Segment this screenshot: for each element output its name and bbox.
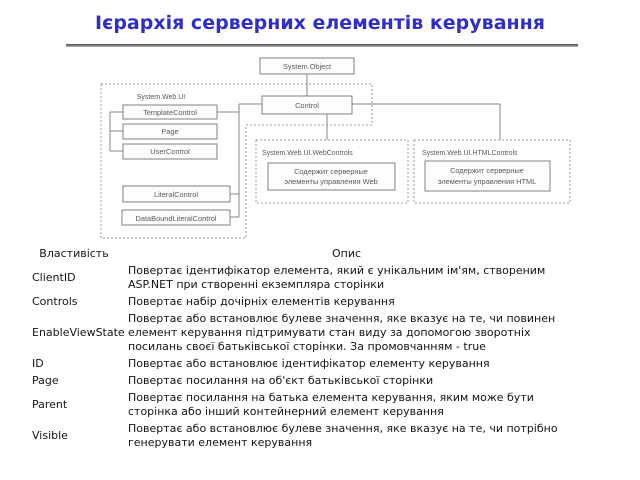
property-name: Parent	[32, 398, 68, 411]
table-row: Controls Повертає набір дочірніх елементі…	[20, 295, 565, 309]
property-description: Повертає набір дочірніх елементів керува…	[128, 295, 395, 308]
table-row: Page Повертає посилання на об'єкт батьків…	[20, 374, 565, 388]
property-description: Повертає посилання на батька елемента ке…	[128, 391, 534, 418]
note-htmlcontrols-box	[424, 160, 551, 192]
namespace-web-ui-region	[100, 83, 373, 239]
node-databoundliteralcontrol-box	[121, 209, 231, 226]
property-name: Visible	[32, 429, 68, 442]
table-row: ID Повертає або встановлює ідентифікатор …	[20, 357, 565, 371]
property-name: ID	[32, 357, 44, 370]
node-templatecontrol-label: TemplateControl	[143, 108, 197, 117]
node-databoundliteralcontrol-label: DataBoundLiteralControl	[136, 214, 217, 223]
table-row: ClientID Повертає ідентифікатор елемента,…	[20, 264, 565, 292]
property-name: Controls	[32, 295, 78, 308]
node-literalcontrol-box	[122, 185, 231, 203]
node-templatecontrol-box	[122, 104, 218, 120]
table-header-property: Властивість	[39, 247, 109, 260]
property-table-body: ClientID Повертає ідентифікатор елемента,…	[20, 264, 565, 450]
class-hierarchy-diagram: System.Web.UI System.Web.UI.WebControls …	[0, 50, 640, 248]
table-header-description: Опис	[331, 247, 362, 260]
node-control-label: Control	[295, 101, 319, 110]
property-table: Властивість Опис ClientID Повертає іденти…	[20, 247, 565, 453]
note-webcontrols-box	[267, 162, 396, 191]
property-description: Повертає або встановлює ідентифікатор ел…	[128, 357, 490, 370]
namespace-htmlcontrols-label: System.Web.UI.HTMLControls	[422, 150, 518, 157]
node-usercontrol-label: UserControl	[150, 147, 190, 156]
connector-lines	[109, 74, 501, 218]
node-system-object-box	[259, 57, 355, 75]
property-name: ClientID	[32, 271, 76, 284]
node-literalcontrol-label: LiteralControl	[154, 190, 198, 199]
property-description: Повертає або встановлює булеве значення,…	[128, 422, 558, 449]
note-htmlcontrols-line1: Содержит серверные	[450, 166, 524, 175]
namespace-web-ui-label: System.Web.UI	[137, 94, 186, 101]
node-page-box	[122, 123, 218, 140]
property-name: EnableViewState	[32, 326, 125, 339]
node-usercontrol-box	[122, 143, 218, 160]
note-htmlcontrols-line2: элементы управления HTML	[438, 177, 537, 186]
namespace-webcontrols-region	[255, 139, 409, 204]
property-description: Повертає ідентифікатор елемента, який є …	[128, 264, 546, 291]
title-underline	[66, 44, 578, 47]
node-system-object-label: System.Object	[283, 62, 331, 71]
property-description: Повертає або встановлює булеве значення,…	[128, 312, 556, 353]
namespace-webcontrols-label: System.Web.UI.WebControls	[262, 150, 353, 157]
table-header-row: Властивість Опис	[20, 247, 565, 261]
hierarchy-svg: System.Web.UI System.Web.UI.WebControls …	[100, 57, 571, 239]
property-name: Page	[32, 374, 59, 387]
table-row: Visible Повертає або встановлює булеве зн…	[20, 422, 565, 450]
property-description: Повертає посилання на об'єкт батьківсько…	[128, 374, 434, 387]
node-page-label: Page	[161, 127, 178, 136]
note-webcontrols-line2: элементы управления Web	[284, 177, 377, 186]
note-webcontrols-line1: Содержит серверные	[294, 167, 368, 176]
node-control-box	[261, 95, 353, 115]
table-row: Parent Повертає посилання на батька елеме…	[20, 391, 565, 419]
namespace-htmlcontrols-region	[413, 139, 571, 204]
page-title: Ієрархія серверних елементів керування	[95, 12, 545, 34]
